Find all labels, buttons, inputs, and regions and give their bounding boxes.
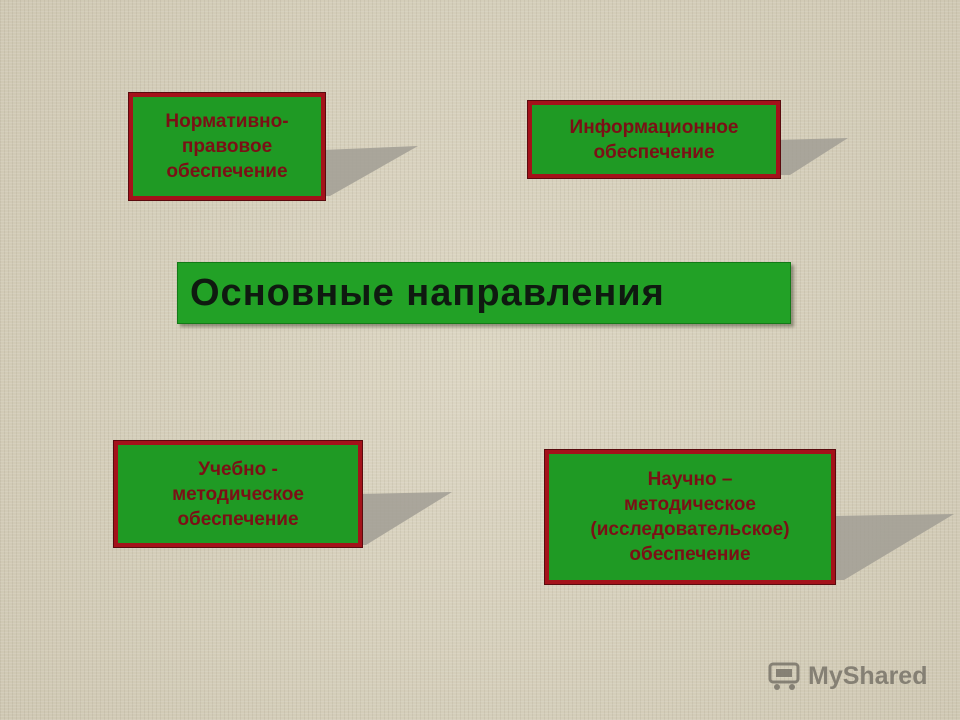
- main-topic-title: Основные направления: [190, 271, 665, 314]
- box-normative-legal: Нормативно- правовое обеспечение: [129, 93, 325, 200]
- box-scientific-methodical: Научно – методическое (исследовательское…: [545, 450, 835, 584]
- watermark-text: MyShared: [808, 661, 928, 690]
- shadow-box-2: [776, 138, 848, 175]
- shadow-box-3: [358, 492, 452, 545]
- cart-icon: [768, 662, 800, 690]
- box-informational: Информационное обеспечение: [528, 101, 780, 178]
- shadow-box-1: [322, 146, 418, 196]
- box-educational-methodical: Учебно - методическое обеспечение: [114, 441, 362, 547]
- shadow-box-4: [832, 514, 954, 580]
- watermark-logo: MyShared: [768, 656, 928, 696]
- main-topic-banner: Основные направления: [177, 262, 791, 324]
